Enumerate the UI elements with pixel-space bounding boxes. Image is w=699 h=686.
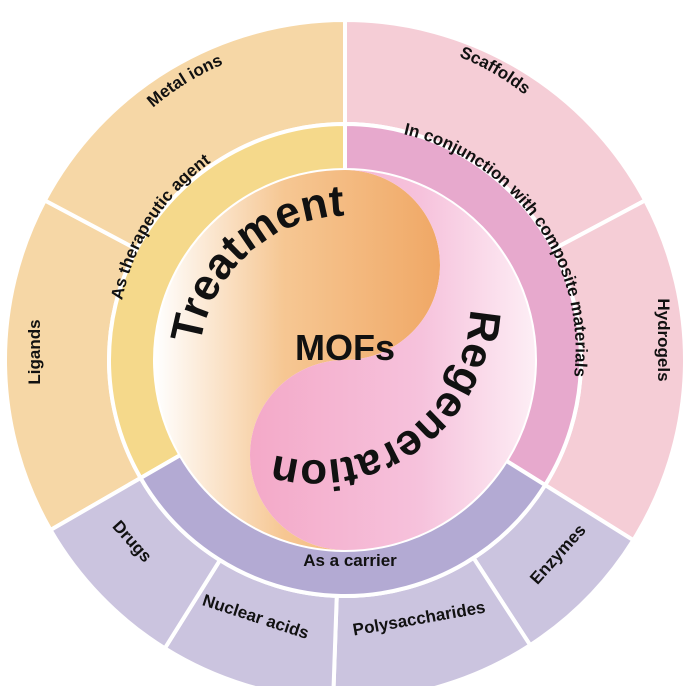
label-mofs: MOFs [295,327,395,368]
label-ligands: Ligands [25,319,44,384]
label-as-a-carrier: As a carrier [303,551,397,570]
regeneration-area [250,170,535,550]
treatment-area [155,170,440,550]
core [155,170,535,550]
label-hydrogels: Hydrogels [654,298,673,381]
